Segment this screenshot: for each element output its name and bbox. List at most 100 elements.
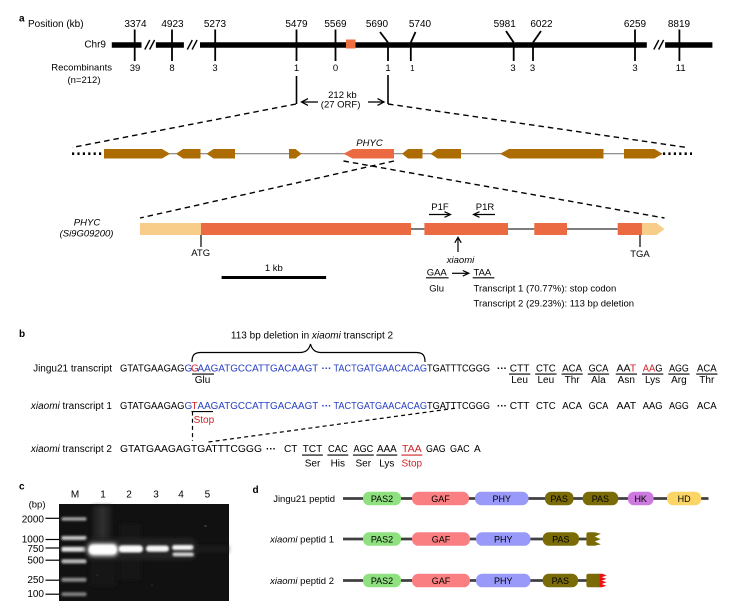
svg-text:ACA: ACA: [562, 401, 582, 412]
svg-text:Thr: Thr: [565, 375, 581, 386]
svg-text:GTATGAAGAGTGATTTCGGG: GTATGAAGAGTGATTTCGGG: [120, 444, 262, 455]
svg-text:8819: 8819: [668, 19, 691, 30]
svg-text:11: 11: [676, 63, 686, 74]
svg-text:6259: 6259: [624, 19, 647, 30]
svg-text:PAS2: PAS2: [371, 576, 393, 586]
svg-text:ATG: ATG: [191, 248, 210, 259]
svg-text:PHY: PHY: [494, 535, 513, 545]
svg-text:HK: HK: [634, 494, 647, 504]
svg-text:Jingu21 transcript: Jingu21 transcript: [33, 364, 112, 375]
svg-text:CT: CT: [284, 444, 298, 455]
svg-text:5569: 5569: [324, 19, 347, 30]
svg-text:3: 3: [153, 490, 159, 501]
svg-text:4: 4: [178, 490, 184, 501]
svg-text:c: c: [19, 482, 25, 493]
svg-text:GTATGAAGAG: GTATGAAGAG: [120, 364, 185, 375]
svg-text:b: b: [19, 329, 25, 340]
svg-text:TACTGATGAACACAG: TACTGATGAACACAG: [334, 401, 428, 412]
svg-text:Ser: Ser: [305, 459, 321, 470]
svg-text:xiaomi peptid 2: xiaomi peptid 2: [269, 576, 334, 587]
svg-text:ACA: ACA: [697, 364, 717, 375]
svg-text:···: ···: [322, 364, 332, 375]
svg-text:1: 1: [410, 64, 415, 73]
svg-text:CTC: CTC: [536, 401, 556, 412]
svg-text:GAC: GAC: [450, 444, 470, 455]
svg-text:1: 1: [294, 63, 299, 74]
svg-text:PAS2: PAS2: [371, 535, 393, 545]
svg-text:2: 2: [126, 490, 132, 501]
svg-text:GAF: GAF: [432, 535, 451, 545]
svg-text:1 kb: 1 kb: [265, 263, 283, 274]
svg-text:xiaomi transcript 1: xiaomi transcript 1: [30, 401, 113, 412]
svg-text:xiaomi peptid 1: xiaomi peptid 1: [269, 535, 334, 546]
svg-text:xiaomi transcript 2: xiaomi transcript 2: [30, 444, 113, 455]
svg-text:Stop: Stop: [402, 459, 423, 470]
svg-text:AGG: AGG: [669, 364, 689, 375]
svg-text:3: 3: [632, 63, 637, 74]
svg-text:(bp): (bp): [29, 500, 46, 511]
svg-text:PAS: PAS: [551, 494, 568, 504]
svg-text:CAC: CAC: [328, 444, 348, 455]
svg-text:P1R: P1R: [476, 202, 495, 213]
svg-text:TAA: TAA: [474, 268, 492, 279]
svg-text:Asn: Asn: [618, 375, 635, 386]
svg-text:A: A: [474, 444, 481, 455]
svg-text:PAS: PAS: [592, 494, 609, 504]
svg-text:···: ···: [322, 401, 332, 412]
svg-text:Arg: Arg: [671, 375, 687, 386]
svg-text:xiaomi: xiaomi: [446, 255, 475, 266]
svg-text:G: G: [185, 364, 193, 375]
svg-text:GCA: GCA: [589, 401, 609, 412]
svg-text:Glu: Glu: [195, 375, 211, 386]
svg-text:HD: HD: [678, 494, 691, 504]
svg-text:1: 1: [100, 490, 106, 501]
svg-text:Glu: Glu: [429, 284, 444, 295]
svg-text:GAF: GAF: [432, 576, 451, 586]
svg-text:His: His: [331, 459, 345, 470]
svg-text:TACTGATGAACACAG: TACTGATGAACACAG: [334, 364, 428, 375]
svg-text:AAG: AAG: [643, 401, 663, 412]
svg-text:Recombinants: Recombinants: [51, 62, 112, 73]
svg-text:5: 5: [205, 490, 211, 501]
svg-text:TGATTTCGGG: TGATTTCGGG: [427, 364, 490, 375]
svg-text:PHYC: PHYC: [74, 218, 101, 229]
svg-text:3374: 3374: [124, 19, 147, 30]
svg-text:PHY: PHY: [492, 494, 511, 504]
svg-text:4923: 4923: [161, 19, 184, 30]
svg-text:212 kb: 212 kb: [328, 90, 357, 101]
svg-text:TAA: TAA: [402, 444, 422, 455]
svg-text:(n=212): (n=212): [67, 75, 100, 86]
svg-text:CTC: CTC: [536, 364, 556, 375]
svg-text:TGATTTCGGG: TGATTTCGGG: [427, 401, 490, 412]
svg-text:Thr: Thr: [699, 375, 715, 386]
svg-text:Lys: Lys: [379, 459, 394, 470]
svg-text:AGC: AGC: [354, 444, 374, 455]
svg-text:500: 500: [27, 556, 44, 567]
svg-text:GTATGAAGAG: GTATGAAGAG: [120, 401, 185, 412]
svg-text:3: 3: [212, 63, 217, 74]
svg-text:d: d: [253, 485, 259, 496]
svg-text:3: 3: [530, 63, 535, 74]
svg-text:AAGATGCCATTGACAAGT: AAGATGCCATTGACAAGT: [198, 364, 319, 375]
svg-text:ACA: ACA: [562, 364, 582, 375]
svg-text:0: 0: [333, 63, 338, 74]
svg-text:100: 100: [27, 589, 44, 600]
svg-text:P1F: P1F: [431, 202, 449, 213]
svg-text:···: ···: [266, 444, 276, 455]
svg-text:Ala: Ala: [591, 375, 606, 386]
svg-text:Lys: Lys: [645, 375, 660, 386]
svg-text:(Si9G09200): (Si9G09200): [60, 229, 114, 240]
svg-text:2000: 2000: [22, 515, 45, 526]
svg-text:5690: 5690: [366, 19, 389, 30]
svg-text:1: 1: [385, 63, 390, 74]
svg-text:AAT: AAT: [617, 364, 637, 375]
svg-text:5981: 5981: [494, 19, 517, 30]
svg-text:ACA: ACA: [697, 401, 717, 412]
svg-text:AAG: AAG: [643, 364, 663, 375]
svg-text:AGG: AGG: [669, 401, 689, 412]
svg-text:5273: 5273: [204, 19, 227, 30]
svg-text:Leu: Leu: [511, 375, 528, 386]
svg-text:GCA: GCA: [589, 364, 609, 375]
svg-text:CTT: CTT: [510, 364, 530, 375]
svg-text:1000: 1000: [22, 535, 45, 546]
